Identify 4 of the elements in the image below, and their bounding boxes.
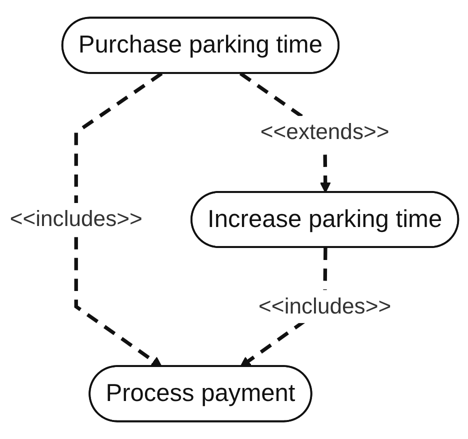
edge-label: <<includes>> [10, 206, 142, 232]
edge-label: <<extends>> [260, 120, 390, 144]
arrow [74, 72, 163, 368]
edge-label: <<includes>> [258, 294, 392, 318]
